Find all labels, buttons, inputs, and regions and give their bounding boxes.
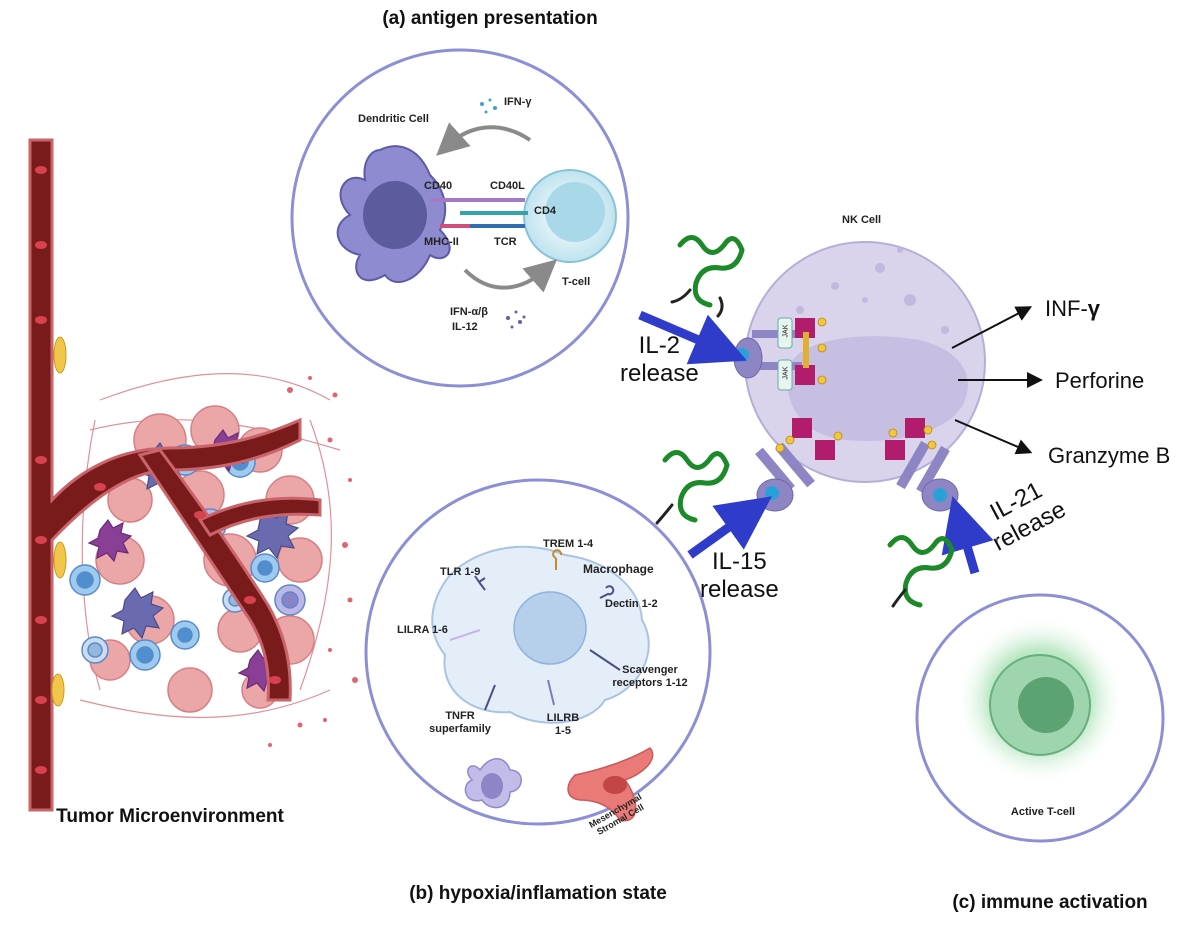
macrophage-label: Macrophage xyxy=(583,562,654,576)
jak-label-2: JAK xyxy=(782,366,790,380)
il15-protein xyxy=(655,450,730,525)
output-granzyme-b: Granzyme B xyxy=(1048,443,1171,468)
nk-cell-label: NK Cell xyxy=(842,214,882,226)
nk-output-arrows xyxy=(951,306,1043,455)
cytokine-dots xyxy=(268,376,358,747)
dectin-label: Dectin 1-2 xyxy=(605,598,658,610)
active-t-cell-label: Active T-cell xyxy=(1010,806,1076,818)
dendritic-cell-label: Dendritic Cell xyxy=(358,113,429,125)
nk-granules xyxy=(796,247,949,334)
cd4-label: CD4 xyxy=(534,205,557,217)
tlr-label: TLR 1-9 xyxy=(440,566,481,578)
stat-dots xyxy=(775,317,937,453)
red-blood-cells xyxy=(35,166,281,774)
immune-activation-panel xyxy=(915,593,1165,843)
nk-cell xyxy=(733,241,986,512)
output-inf-gamma: INF-γ xyxy=(1045,296,1101,321)
output-perforine: Perforine xyxy=(1055,368,1145,393)
il12-label: IL-12 xyxy=(452,321,478,333)
pericytes xyxy=(51,336,67,707)
tcr-label: TCR xyxy=(494,236,517,248)
il21-receptor xyxy=(885,418,959,512)
cd40l-label: CD40L xyxy=(490,180,525,192)
trem-label: TREM 1-4 xyxy=(543,538,594,550)
il2-protein xyxy=(670,235,745,318)
ifn-ab-label: IFN-α/β xyxy=(450,306,488,318)
mhc2-label: MHC-II xyxy=(424,236,459,248)
il2-receptor xyxy=(733,317,815,391)
cytokine-proteins xyxy=(655,235,955,608)
hypoxia-panel xyxy=(364,478,712,826)
cytokine-sparkles xyxy=(480,98,497,114)
tumor-label: Tumor Microenvironment xyxy=(56,806,284,827)
panel-a-title: (a) antigen presentation xyxy=(382,8,598,29)
receptor-pairs xyxy=(430,198,528,228)
blood-vessel xyxy=(28,138,322,812)
ifn-gamma-arrow xyxy=(436,122,532,156)
il21-protein xyxy=(887,535,955,608)
cd40-label: CD40 xyxy=(424,180,453,192)
jak-label-1: JAK xyxy=(782,324,790,338)
lilra-label: LILRA 1-6 xyxy=(397,624,448,636)
release-arrows xyxy=(638,310,994,575)
macrophage-receptors xyxy=(449,549,621,711)
ifn-ab-arrow xyxy=(463,259,558,293)
tumor-microenvironment-illustration xyxy=(28,138,358,812)
ifn-gamma-label: IFN-γ xyxy=(504,96,532,108)
antigen-presentation-panel xyxy=(290,48,630,388)
t-cell-label: T-cell xyxy=(562,276,591,288)
panel-b-title: (b) hypoxia/inflamation state xyxy=(409,883,667,904)
panel-c-title: (c) immune activation xyxy=(952,892,1148,913)
cytokine-sparkles-2 xyxy=(506,310,526,329)
